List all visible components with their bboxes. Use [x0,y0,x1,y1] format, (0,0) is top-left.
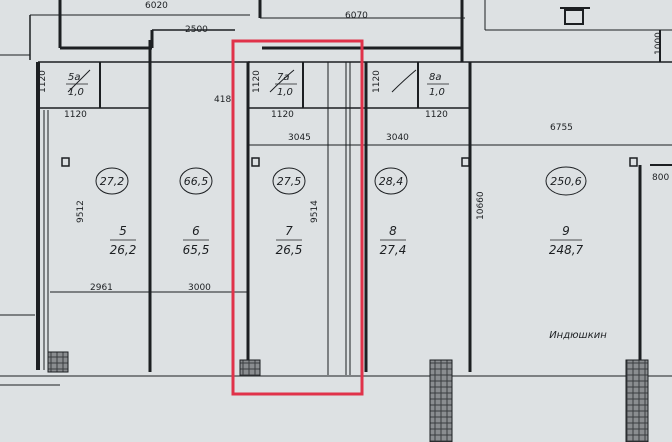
dim-6020: 6020 [145,1,168,11]
dim-2500: 2500 [185,25,208,35]
room-5-number: 5 [119,224,127,238]
dim-2961: 2961 [90,283,113,293]
room-9-area: 248,7 [549,243,584,257]
dim-1120-c: 1120 [372,70,382,93]
room-6-area: 65,5 [183,243,210,257]
room-6-total: 66,5 [184,175,209,188]
dim-1120-b: 1120 [252,70,262,93]
room-5-total: 27,2 [100,175,125,188]
room-7-area: 26,5 [276,243,303,257]
dim-1120-e: 1120 [271,110,294,120]
dim-3000: 3000 [188,283,211,293]
dim-10660: 10660 [476,191,486,220]
walls [0,0,672,386]
dim-1120-f: 1120 [425,110,448,120]
dim-1000: 1000 [654,32,664,55]
structural-columns [47,157,649,442]
room-6-number: 6 [192,224,200,238]
dim-3040: 3040 [386,133,409,143]
dim-6070: 6070 [345,11,368,21]
dim-6755: 6755 [550,123,573,133]
room-7-number: 7 [285,224,293,238]
room-8a-number: 8а [429,72,442,83]
dimension-labels: 6020 6070 2500 1120 1120 1120 1120 1120 … [38,1,669,293]
room-5-area: 26,2 [110,243,137,257]
room-8a-area: 1,0 [429,87,445,98]
room-labels: 5 26,2 6 65,5 7 26,5 8 27,4 9 248,7 Индю… [110,224,608,341]
small-rooms: 5а 1,0 7а 1,0 8а 1,0 [66,72,449,98]
room-8-number: 8 [389,224,397,238]
room-7-total: 27,5 [277,175,302,188]
room-9-number: 9 [562,224,570,238]
room-8-area: 27,4 [380,243,407,257]
dim-800: 800 [652,173,669,183]
dim-418: 418 [214,95,231,105]
room-5a-number: 5а [68,72,81,83]
room-9-total: 250,6 [550,175,582,188]
dim-1120-d: 1120 [64,110,87,120]
dim-9512: 9512 [76,200,86,223]
room-8-total: 28,4 [379,175,404,188]
dim-9514: 9514 [310,200,320,223]
room-7a-area: 1,0 [277,87,293,98]
tenant-label: Индюшкин [549,330,607,341]
unit-7-highlight [231,39,364,396]
room-7a-number: 7а [277,72,290,83]
room-5a-area: 1,0 [68,87,84,98]
dim-3045: 3045 [288,133,311,143]
dim-1120-a: 1120 [38,70,48,93]
total-area-markers: 27,2 66,5 27,5 28,4 250,6 [95,166,587,196]
